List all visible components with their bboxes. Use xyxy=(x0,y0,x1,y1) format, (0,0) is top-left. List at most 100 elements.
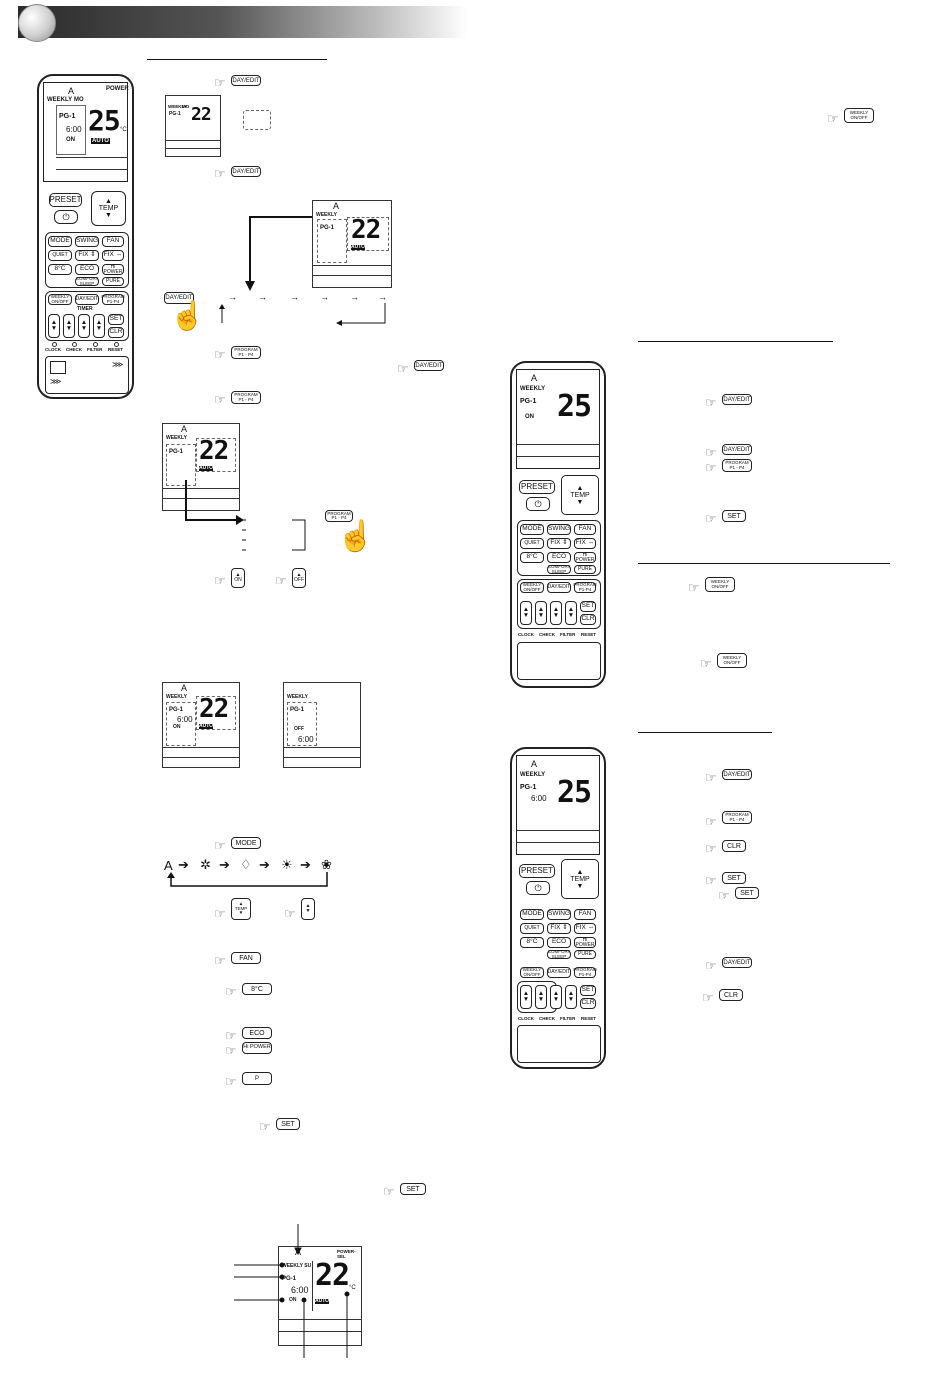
on-up-button[interactable]: ▲▼ xyxy=(520,601,532,625)
on-up-button[interactable]: ▲▼ xyxy=(48,314,60,338)
comfort-sleep-button[interactable]: COMFORT SLEEP xyxy=(75,276,99,286)
temp-button[interactable]: ▲TEMP▼ xyxy=(561,859,599,899)
off-up-button[interactable]: ▲▼ xyxy=(78,314,90,338)
lcd-divider xyxy=(163,488,240,489)
fix-updown-button[interactable]: FIX ⇕ xyxy=(547,538,571,549)
temp-label: TEMP xyxy=(570,875,590,883)
on-up-button[interactable]: ▲▼ xyxy=(520,985,532,1009)
lcd-divider xyxy=(279,1331,362,1332)
clr-button[interactable]: CLR xyxy=(580,614,596,625)
dayedit-button[interactable]: DAY/EDIT xyxy=(547,967,571,978)
hipower-button[interactable]: Hi POWER xyxy=(574,936,596,948)
program-button[interactable]: PROGRAM P1-P4 xyxy=(573,582,597,593)
preset-button[interactable]: PRESET xyxy=(49,193,82,207)
temp-button[interactable]: ▲TEMP▼ xyxy=(561,475,599,515)
lcd-divider xyxy=(517,830,600,831)
fan-button[interactable]: FAN xyxy=(574,909,596,920)
arrow-down-icon: ▼ xyxy=(95,325,103,332)
hand-pointer-icon: ☞ xyxy=(705,445,717,460)
pure-button[interactable]: PURE xyxy=(574,950,596,959)
lcd-divider xyxy=(56,157,128,158)
preset-button[interactable]: PRESET xyxy=(519,864,555,878)
pure-button[interactable]: PURE xyxy=(102,277,124,286)
program-button[interactable]: PROGRAM P1-P4 xyxy=(573,967,597,978)
swing-button[interactable]: SWING xyxy=(547,524,571,535)
check-button[interactable] xyxy=(72,342,77,347)
pressing-hand-icon: ☝ xyxy=(170,300,205,331)
set-button[interactable]: SET xyxy=(108,314,124,325)
dayedit-button[interactable]: DAY/EDIT xyxy=(75,294,99,305)
comfort-sleep-button[interactable]: COMFORT SLEEP xyxy=(547,564,571,574)
on-down-button[interactable]: ▲▼ xyxy=(535,985,547,1009)
fix-updown-button[interactable]: FIX ⇕ xyxy=(547,923,571,934)
arrow-up-icon: ▲ xyxy=(537,605,545,613)
dashed-box xyxy=(166,702,196,746)
fix-updown-button[interactable]: FIX ⇕ xyxy=(75,250,99,261)
function-group xyxy=(517,520,601,576)
off-up-button[interactable]: ▲▼ xyxy=(550,985,562,1009)
power-icon: ⏻ xyxy=(534,498,542,509)
mode-button[interactable]: MODE xyxy=(48,236,72,247)
hand-pointer-icon: ☞ xyxy=(214,347,226,362)
fix-leftright-button[interactable]: FIX ⇔ xyxy=(574,923,596,934)
off-down-button[interactable]: ▲▼ xyxy=(93,314,105,338)
arrow-right-icon: ➔ xyxy=(259,857,270,872)
temp-button[interactable]: ▲ TEMP ▼ xyxy=(91,191,126,226)
swing-button[interactable]: SWING xyxy=(75,236,99,247)
svg-text:→: → xyxy=(320,292,329,302)
clr-button[interactable]: CLR xyxy=(108,327,124,338)
program-key-icon: PROGRAM P1 - P4 xyxy=(325,510,353,522)
comfort-sleep-button[interactable]: COMFORT SLEEP xyxy=(547,949,571,959)
mode-button[interactable]: MODE xyxy=(520,909,544,920)
arrow-up-icon: ▲ xyxy=(567,605,575,613)
hipower-button[interactable]: Hi POWER xyxy=(574,551,596,563)
power-button[interactable]: ⏻ xyxy=(526,881,550,895)
arrow-down-icon: ▼ xyxy=(238,910,244,916)
arrow-down-icon: ▼ xyxy=(50,325,58,332)
on-down-button[interactable]: ▲▼ xyxy=(535,601,547,625)
quiet-button[interactable]: QUIET xyxy=(520,538,544,549)
on-down-button[interactable]: ▲▼ xyxy=(63,314,75,338)
hand-pointer-icon: ☞ xyxy=(718,888,730,903)
diagram-lcd-3: A WEEKLY PG-1 22 AUTO xyxy=(162,423,240,511)
reset-button[interactable] xyxy=(114,342,119,347)
power-button[interactable]: ⏻ xyxy=(54,210,78,224)
eight-degree-button[interactable]: 8°C xyxy=(520,937,544,948)
arrow-down-icon: ▼ xyxy=(80,325,88,332)
off-up-button[interactable]: ▲▼ xyxy=(550,601,562,625)
weekly-button[interactable]: WEEKLY ON/OFF xyxy=(520,582,544,593)
fan-button[interactable]: FAN xyxy=(574,524,596,535)
mode-button[interactable]: MODE xyxy=(520,524,544,535)
dashed-box xyxy=(317,219,347,263)
set-button[interactable]: SET xyxy=(580,601,596,612)
weekly-button[interactable]: WEEKLY ON/OFF xyxy=(48,294,72,305)
power-button[interactable]: ⏻ xyxy=(526,497,550,511)
quiet-button[interactable]: QUIET xyxy=(48,250,72,261)
svg-text:→: → xyxy=(290,292,299,302)
preset-button[interactable]: PRESET xyxy=(519,480,555,494)
fan-button[interactable]: FAN xyxy=(102,236,124,247)
fix-leftright-button[interactable]: FIX ⇔ xyxy=(102,250,124,261)
swing-button[interactable]: SWING xyxy=(547,909,571,920)
eight-degree-button[interactable]: 8°C xyxy=(520,552,544,563)
fix-leftright-button[interactable]: FIX ⇔ xyxy=(574,538,596,549)
filter-button[interactable] xyxy=(93,342,98,347)
eight-degree-button[interactable]: 8°C xyxy=(48,264,72,275)
clock-button[interactable] xyxy=(52,342,57,347)
weekly-button[interactable]: WEEKLY ON/OFF xyxy=(520,967,544,978)
lcd-program: PG-1 xyxy=(320,225,335,231)
hipower-button[interactable]: Hi POWER xyxy=(102,263,124,275)
quiet-button[interactable]: QUIET xyxy=(520,923,544,934)
eco-button[interactable]: ECO xyxy=(547,937,571,948)
set-button[interactable]: SET xyxy=(580,985,596,996)
pure-button[interactable]: PURE xyxy=(574,565,596,574)
off-down-button[interactable]: ▲▼ xyxy=(565,601,577,625)
eco-button[interactable]: ECO xyxy=(75,264,99,275)
hand-pointer-icon: ☞ xyxy=(702,990,714,1005)
hand-pointer-icon: ☞ xyxy=(705,841,717,856)
clr-button[interactable]: CLR xyxy=(580,998,596,1009)
eco-button[interactable]: ECO xyxy=(547,552,571,563)
off-down-button[interactable]: ▲▼ xyxy=(565,985,577,1009)
dayedit-button[interactable]: DAY/EDIT xyxy=(547,582,571,593)
program-button[interactable]: PROGRAM P1-P4 xyxy=(101,294,125,305)
